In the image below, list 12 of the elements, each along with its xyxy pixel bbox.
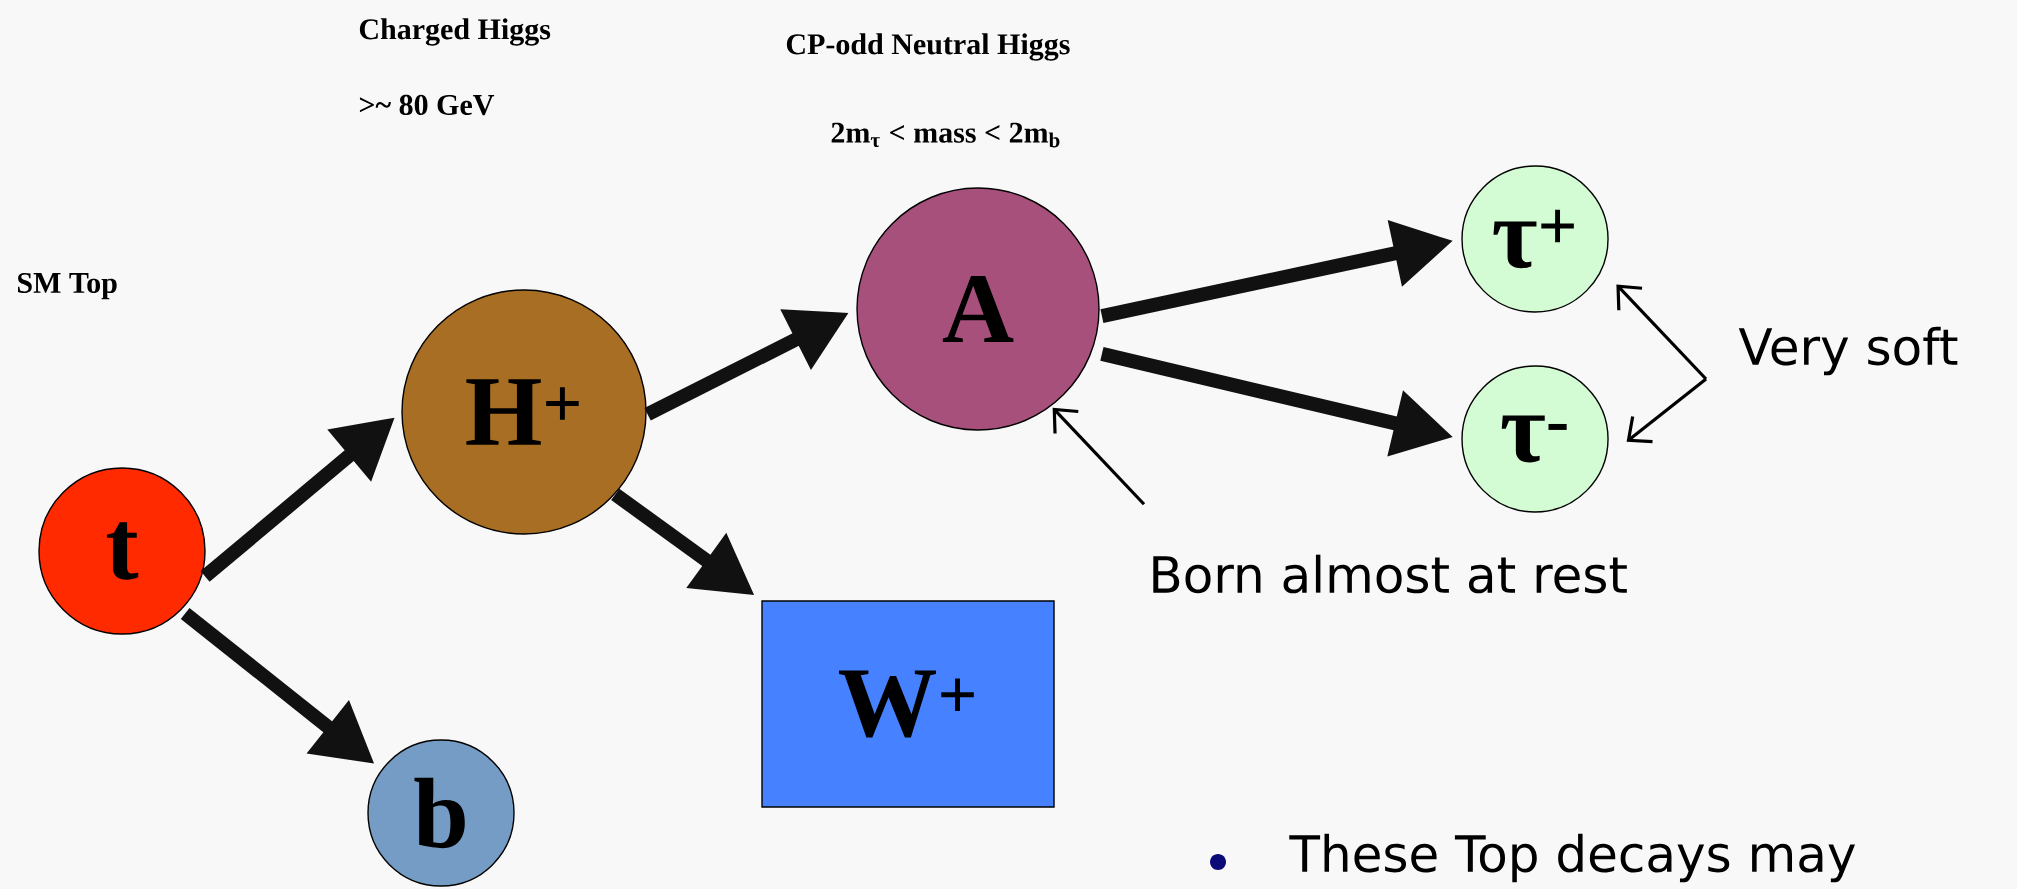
mass-label: >~ 80 GeV bbox=[359, 94, 495, 116]
mass-label: 2m$_{τ}$ < mass < 2m$_{b}$ bbox=[831, 122, 1060, 148]
particle-box: W$^{+}$ bbox=[761, 600, 1055, 808]
annotation-text: Born almost at rest bbox=[1153, 554, 1627, 594]
bullet-point: These Top decays may bbox=[1210, 833, 1855, 883]
particle-label: Charged Higgs bbox=[359, 18, 551, 46]
arrow bbox=[1626, 377, 1707, 444]
arrow bbox=[1616, 284, 1708, 381]
arrow bbox=[1052, 407, 1146, 506]
annotation-text: Very soft bbox=[1738, 326, 1958, 376]
particle-label: SM Top bbox=[18, 272, 117, 300]
particle-label: CP-odd Neutral Higgs bbox=[786, 33, 1070, 61]
